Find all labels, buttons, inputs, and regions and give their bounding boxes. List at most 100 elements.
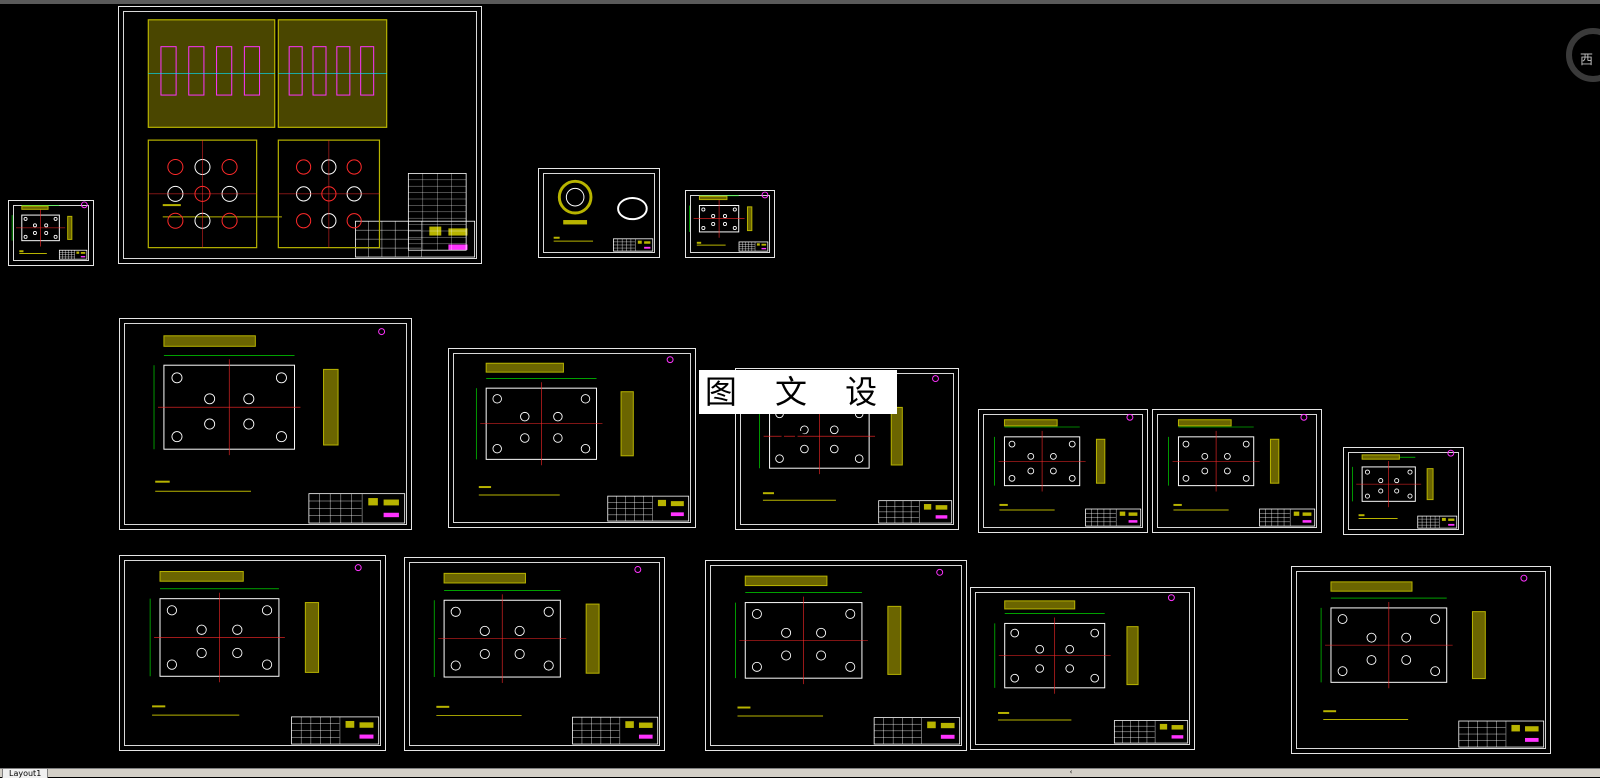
title-block-frame <box>1113 720 1189 744</box>
title-block-mark <box>761 243 767 246</box>
cad-drawing <box>433 566 659 745</box>
title-block <box>355 220 476 258</box>
cad-drawing <box>475 356 690 522</box>
section-insert <box>288 46 303 96</box>
bolt-hole <box>1201 452 1209 460</box>
bolt-hole <box>816 627 827 638</box>
bolt-hole <box>1394 478 1400 484</box>
title-block <box>613 238 654 252</box>
surface-finish-icon <box>1300 413 1308 421</box>
bolt-hole <box>751 608 762 619</box>
bolt-hole <box>1010 673 1020 683</box>
title-block-mark <box>1293 511 1300 516</box>
technical-note-heading <box>152 705 166 708</box>
sheet-inner-border <box>124 560 381 746</box>
bolt-hole <box>711 214 716 219</box>
title-block-mark <box>80 256 86 258</box>
title-block <box>1113 720 1189 744</box>
technical-note-heading <box>162 204 181 207</box>
sheet-assembly[interactable] <box>118 6 482 264</box>
title-block <box>1085 508 1142 527</box>
plate-side-view <box>67 215 73 240</box>
title-block <box>607 495 690 522</box>
technical-note-heading <box>999 503 1008 506</box>
plate-top-view <box>149 588 285 683</box>
plate-section-view <box>1330 581 1413 592</box>
bolt-hole <box>232 624 243 635</box>
bolt-hole <box>1008 474 1016 482</box>
bolt-hole <box>1407 469 1413 475</box>
bolt-hole <box>232 647 243 659</box>
bolt-hole <box>204 418 216 430</box>
bolt-hole <box>1394 488 1400 494</box>
technical-note-heading <box>998 711 1010 714</box>
bolt-hole <box>166 659 177 670</box>
cavity-circle <box>296 159 312 175</box>
sheet-plate-10[interactable] <box>1291 566 1551 754</box>
title-block <box>58 249 88 260</box>
title-block-frame <box>613 238 654 252</box>
title-block-mark <box>1159 723 1168 730</box>
assembly-view <box>147 139 258 249</box>
bolt-hole <box>23 216 28 221</box>
plate-section-view <box>485 362 564 373</box>
sheet-small-left[interactable] <box>8 200 94 266</box>
title-block <box>308 493 406 524</box>
bolt-hole <box>514 648 525 660</box>
sheet-plate-6[interactable] <box>119 555 386 751</box>
sheet-inner-border <box>690 195 770 253</box>
sheet-small-part[interactable] <box>685 190 775 258</box>
sheet-small-right[interactable] <box>1343 447 1464 535</box>
bolt-hole <box>553 433 563 443</box>
sheet-ring-part[interactable] <box>538 168 660 258</box>
bolt-hole <box>1090 628 1100 638</box>
cad-drawing <box>553 179 654 252</box>
bolt-hole <box>53 216 58 221</box>
bolt-hole <box>1224 452 1231 460</box>
sheet-plate-8[interactable] <box>705 560 967 751</box>
sheet-inner-border <box>983 414 1143 528</box>
sheet-plate-7[interactable] <box>404 557 665 751</box>
bolt-hole <box>1035 664 1045 673</box>
drawing-canvas[interactable]: 图 文 设 计 西 <box>0 4 1600 768</box>
scroll-left-arrow-icon[interactable]: ‹ <box>1069 768 1073 776</box>
sheet-inner-border <box>1296 571 1546 749</box>
bolt-hole <box>243 393 255 405</box>
cavity-circle <box>221 158 238 176</box>
ring-bore <box>565 187 585 207</box>
plate-section-view <box>21 205 49 210</box>
bolt-hole <box>520 411 530 422</box>
title-block-mark <box>80 252 86 254</box>
plate-side-view <box>1126 626 1139 686</box>
assembly-view <box>277 139 381 249</box>
bolt-hole <box>722 221 727 227</box>
technical-note-heading <box>737 706 751 709</box>
viewcube-compass[interactable]: 西 <box>1566 28 1600 82</box>
tab-layout1[interactable]: Layout1 <box>2 768 49 778</box>
sheet-plate-4[interactable] <box>978 409 1148 533</box>
sheet-plate-1[interactable] <box>119 318 412 530</box>
title-block <box>1259 508 1316 527</box>
title-block-mark <box>625 721 634 728</box>
bolt-hole <box>479 648 490 660</box>
bolt-hole <box>816 650 827 661</box>
bolt-hole <box>166 605 177 616</box>
compass-direction-label: 西 <box>1580 53 1594 68</box>
cad-drawing <box>1320 574 1545 748</box>
surface-finish-icon <box>666 356 674 364</box>
plate-side-view <box>585 603 600 674</box>
title-block-mark <box>940 734 955 739</box>
bolt-hole <box>23 234 28 239</box>
bolt-hole <box>1366 632 1377 643</box>
plate-top-view <box>689 195 745 238</box>
bolt-hole <box>1065 664 1075 673</box>
sheet-plate-9[interactable] <box>970 587 1195 750</box>
sheet-inner-border <box>1157 414 1317 528</box>
sheet-plate-2[interactable] <box>448 348 696 528</box>
cavity-circle <box>221 212 238 229</box>
bolt-hole <box>1242 474 1250 482</box>
bolt-hole <box>701 225 706 230</box>
sheet-plate-5[interactable] <box>1152 409 1322 533</box>
bolt-hole <box>1065 644 1075 654</box>
title-block-mark <box>1128 520 1138 523</box>
